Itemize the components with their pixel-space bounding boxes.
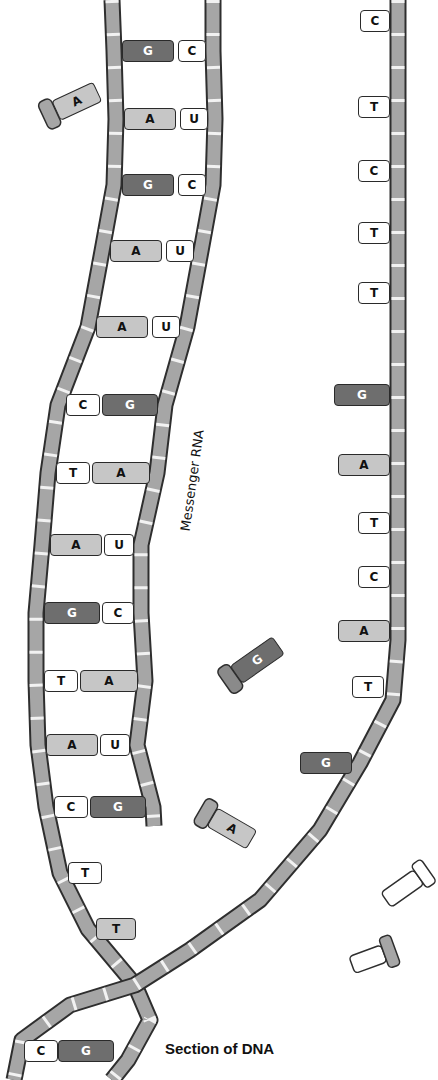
- base-letter: A: [145, 113, 154, 125]
- base-letter: G: [67, 607, 77, 619]
- nucleotide-base: U: [180, 108, 208, 130]
- base-letter: A: [359, 459, 368, 471]
- base-letter: G: [81, 1045, 91, 1057]
- nucleotide-base: U: [152, 316, 180, 338]
- nucleotide-base: G: [122, 174, 174, 196]
- base-letter: C: [370, 165, 379, 177]
- nucleotide-base: A: [80, 670, 138, 692]
- base-letter: A: [225, 821, 239, 836]
- nucleotide-base: C: [54, 796, 88, 818]
- nucleotide-base: A: [51, 82, 102, 121]
- nucleotide-base: T: [358, 96, 390, 118]
- base-letter: U: [189, 113, 199, 125]
- nucleotide-base: A: [338, 454, 390, 476]
- base-letter: A: [70, 94, 83, 109]
- base-letter: U: [114, 539, 124, 551]
- nucleotide-base: G: [300, 752, 352, 774]
- base-letter: G: [125, 399, 135, 411]
- base-letter: C: [188, 179, 197, 191]
- nucleotide-base: A: [207, 807, 258, 849]
- dna-backbone: [14, 0, 398, 1080]
- base-letter: T: [81, 867, 89, 879]
- nucleotide-base: T: [358, 222, 390, 244]
- base-letter: C: [370, 571, 379, 583]
- nucleotide-base: T: [44, 670, 78, 692]
- nucleotide-base: G: [44, 602, 100, 624]
- figure-label: Section of DNA: [165, 1040, 274, 1057]
- nucleotide-base: T: [56, 462, 90, 484]
- base-letter: C: [114, 607, 123, 619]
- label-text: Section of DNA: [165, 1040, 274, 1057]
- nucleotide-base: A: [338, 620, 390, 642]
- nucleotide-base: C: [358, 566, 390, 588]
- base-letter: G: [143, 45, 153, 57]
- nucleotide-base: G: [334, 384, 390, 406]
- base-letter: T: [364, 681, 372, 693]
- base-letter: A: [67, 739, 76, 751]
- base-letter: C: [79, 399, 88, 411]
- base-letter: T: [112, 923, 120, 935]
- dna-backbone: [36, 0, 150, 1080]
- base-letter: A: [131, 245, 140, 257]
- nucleotide-base: T: [352, 676, 384, 698]
- base-letter: C: [37, 1045, 46, 1057]
- base-letter: G: [321, 757, 331, 769]
- base-letter: T: [370, 101, 378, 113]
- nucleotide-base: T: [68, 862, 102, 884]
- nucleotide-base: A: [92, 462, 150, 484]
- nucleotide-base: A: [96, 316, 148, 338]
- nucleotide-base: C: [358, 160, 390, 182]
- base-letter: A: [116, 467, 125, 479]
- base-letter: T: [370, 287, 378, 299]
- nucleotide-base: C: [178, 40, 206, 62]
- nucleotide-base: G: [90, 796, 146, 818]
- base-letter: C: [67, 801, 76, 813]
- base-letter: A: [117, 321, 126, 333]
- nucleotide-base: T: [96, 918, 136, 940]
- backbone-segments: [36, 0, 150, 1080]
- nucleotide-base: T: [358, 282, 390, 304]
- nucleotide-base: C: [102, 602, 134, 624]
- base-letter: G: [250, 652, 265, 667]
- base-letter: U: [110, 739, 120, 751]
- free-nucleotide: [347, 934, 401, 980]
- base-letter: A: [71, 539, 80, 551]
- nucleotide-base: A: [110, 240, 162, 262]
- base-letter: A: [359, 625, 368, 637]
- nucleotide-base: C: [24, 1040, 58, 1062]
- base-letter: T: [370, 227, 378, 239]
- label-text: Messenger RNA: [177, 428, 206, 531]
- nucleotide-base: U: [166, 240, 194, 262]
- base-letter: T: [370, 517, 378, 529]
- nucleotide-base: T: [358, 512, 390, 534]
- nucleotide-base: A: [46, 734, 98, 756]
- nucleotide-base: C: [360, 10, 390, 32]
- base-letter: G: [357, 389, 367, 401]
- nucleotide-base: U: [100, 734, 130, 756]
- backbone-segments: [14, 0, 398, 1080]
- base-letter: T: [57, 675, 65, 687]
- nucleotide-base: C: [66, 394, 100, 416]
- nucleotide-base: A: [124, 108, 176, 130]
- nucleotide-base: C: [178, 174, 206, 196]
- strand-label: Messenger RNA: [177, 428, 206, 531]
- nucleotide-base: U: [104, 534, 134, 556]
- nucleotide-base: G: [58, 1040, 114, 1062]
- nucleotide-base: G: [122, 40, 174, 62]
- nucleotide-base: G: [102, 394, 158, 416]
- nucleotide-base: G: [230, 636, 285, 684]
- base-letter: G: [143, 179, 153, 191]
- dna-backbone: [14, 0, 398, 1080]
- base-letter: C: [188, 45, 197, 57]
- base-letter: A: [104, 675, 113, 687]
- dna-backbone: [36, 0, 150, 1080]
- base-letter: C: [371, 15, 380, 27]
- base-letter: G: [113, 801, 123, 813]
- base-letter: T: [69, 467, 77, 479]
- base-letter: U: [175, 245, 185, 257]
- free-nucleotide: [378, 859, 437, 912]
- base-letter: U: [161, 321, 171, 333]
- nucleotide-base: A: [50, 534, 102, 556]
